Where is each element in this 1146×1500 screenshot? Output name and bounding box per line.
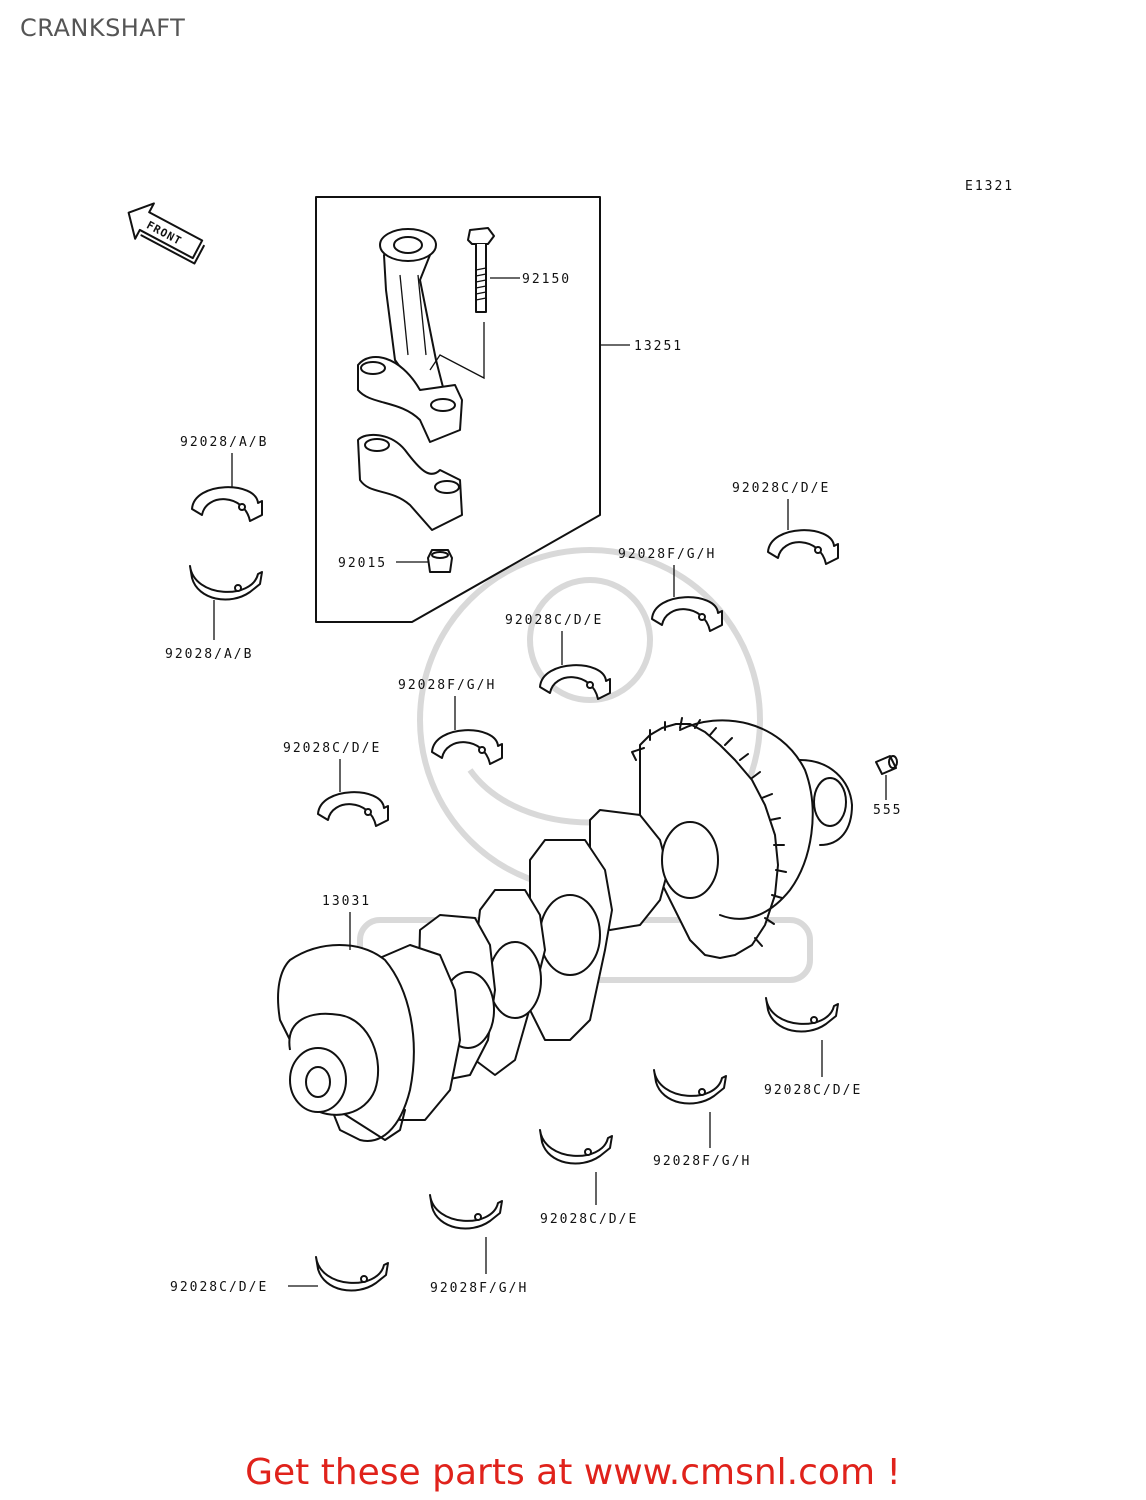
conrod-bolt xyxy=(429,227,495,380)
connecting-rod xyxy=(357,228,463,531)
bearing-shell-cde-5 xyxy=(539,1129,613,1165)
page-title: CRANKSHAFT xyxy=(20,14,186,42)
callout-bearing-fgh-2: 92028F/G/H xyxy=(398,678,496,693)
conrod-nut xyxy=(427,549,453,573)
callout-crankshaft: 13031 xyxy=(322,894,371,909)
callout-bearing-cde-5: 92028C/D/E xyxy=(540,1212,638,1227)
callout-bearing-a1: 92028/A/B xyxy=(180,435,268,450)
callout-bearing-a2: 92028/A/B xyxy=(165,647,253,662)
bearing-shell-cde-4 xyxy=(765,997,839,1033)
bearing-shell-cde-3 xyxy=(317,791,389,827)
bearing-shell-fgh-2 xyxy=(431,729,503,765)
callout-conrod: 13251 xyxy=(634,339,683,354)
bearing-shell-cde-1 xyxy=(767,529,839,565)
callout-bearing-cde-4: 92028C/D/E xyxy=(764,1083,862,1098)
bearing-shell-fgh-3 xyxy=(653,1069,727,1105)
bearing-shell-fgh-1 xyxy=(651,596,723,632)
callout-bearing-cde-6: 92028C/D/E xyxy=(170,1280,268,1295)
callout-bearing-cde-1: 92028C/D/E xyxy=(732,481,830,496)
front-arrow-icon: FRONT xyxy=(127,202,205,265)
callout-bearing-fgh-4: 92028F/G/H xyxy=(430,1281,528,1296)
callout-pin: 555 xyxy=(873,803,902,818)
callout-nut: 92015 xyxy=(338,556,387,571)
bearing-shell-cde-2 xyxy=(539,664,611,700)
callout-bolt: 92150 xyxy=(522,272,571,287)
callout-bearing-cde-3: 92028C/D/E xyxy=(283,741,381,756)
ref-code: E1321 xyxy=(965,179,1014,194)
callout-bearing-fgh-1: 92028F/G/H xyxy=(618,547,716,562)
promo-link[interactable]: Get these parts at www.cmsnl.com ! xyxy=(245,1452,901,1493)
dowel-pin xyxy=(875,755,898,775)
bearing-shell-a1 xyxy=(191,486,263,522)
bearing-shell-a2 xyxy=(189,565,263,601)
bearing-shell-fgh-4 xyxy=(429,1194,503,1230)
callout-bearing-fgh-3: 92028F/G/H xyxy=(653,1154,751,1169)
bearing-shell-cde-6 xyxy=(315,1256,389,1292)
conrod-assembly-outline xyxy=(315,196,601,623)
callout-bearing-cde-2: 92028C/D/E xyxy=(505,613,603,628)
crankshaft xyxy=(277,717,853,1142)
